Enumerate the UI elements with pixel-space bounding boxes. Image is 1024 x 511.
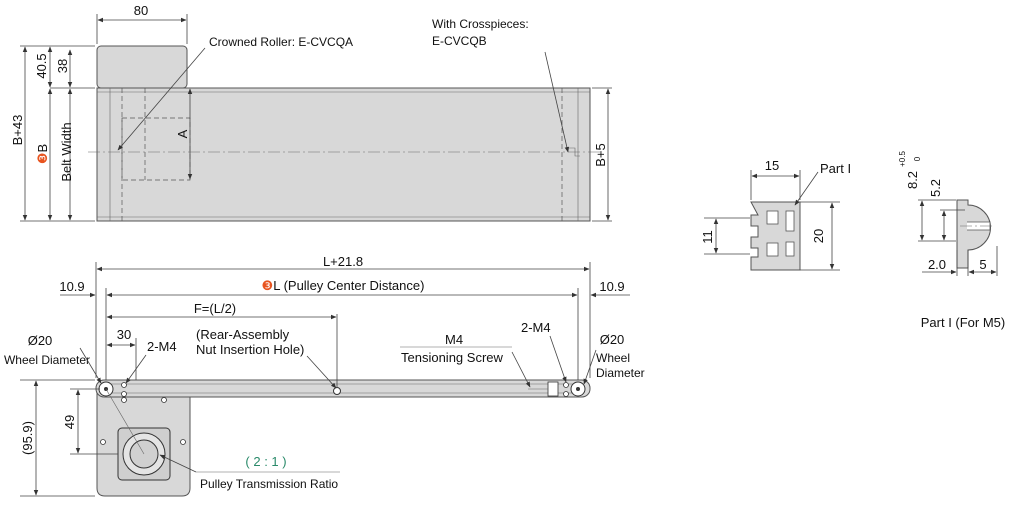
- dim-95-9: (95.9): [20, 421, 35, 455]
- m5-tol-lower: 0: [913, 156, 922, 161]
- dim-30: 30: [117, 327, 131, 342]
- crowned-roller-label: Crowned Roller: E-CVCQA: [209, 35, 353, 49]
- m5-dim-2-0: 2.0: [928, 257, 946, 272]
- right-wheel-label-2: Diameter: [596, 366, 645, 380]
- conveyor-frame: [96, 87, 591, 222]
- dim-b-number: ❸: [35, 153, 50, 165]
- part-i-m5-detail: 8.2 +0.5 0 5.2 2.0 5 Part I (For M5): [898, 151, 1005, 330]
- dim-a: A: [175, 129, 190, 138]
- crosspieces-label-1: With Crosspieces:: [432, 17, 529, 31]
- dim-b-letter: B: [35, 144, 50, 153]
- m4-label: M4: [445, 332, 463, 347]
- nut-insertion-hole: [333, 387, 341, 395]
- right-wheel-label-1: Wheel: [596, 351, 630, 365]
- ratio-label: Pulley Transmission Ratio: [200, 477, 338, 491]
- motor-block: [96, 45, 188, 89]
- side-rail: [95, 379, 591, 398]
- m5-dim-5: 5: [979, 257, 986, 272]
- dim-b-plus-43: B+43: [10, 115, 25, 146]
- dim-10-9-right: 10.9: [599, 279, 624, 294]
- part-i-dim-15: 15: [765, 158, 779, 173]
- tension-block: [547, 381, 559, 397]
- dim-38: 38: [55, 59, 70, 73]
- part-i-dim-11: 11: [700, 230, 715, 244]
- ratio-value: ( 2 : 1 ): [245, 454, 286, 469]
- left-wheel-label: Wheel Diameter: [4, 353, 90, 367]
- crosspieces-label-2: E-CVCQB: [432, 34, 487, 48]
- dim-b: ❸B: [35, 144, 50, 164]
- right-d20-label: Ø20: [600, 332, 625, 347]
- m5-caption: Part I (For M5): [921, 315, 1006, 330]
- m5-dim-5-2: 5.2: [928, 179, 943, 197]
- part-i-dim-20: 20: [811, 229, 826, 243]
- m5-dim-8-2: 8.2: [905, 171, 920, 189]
- dim-49: 49: [62, 415, 77, 429]
- dim-f: F=(L/2): [194, 301, 236, 316]
- dim-10-9-left: 10.9: [59, 279, 84, 294]
- left-2m4-label: 2-M4: [147, 339, 177, 354]
- m5-tol-upper: +0.5: [898, 151, 907, 167]
- top-view: 80 B+43 40.5 38 ❸B Belt Width A B+5 Crow…: [10, 3, 612, 222]
- rear-assembly-label-2: Nut Insertion Hole): [196, 342, 304, 357]
- part-i-label: Part I: [820, 161, 851, 176]
- dim-b-plus-5: B+5: [593, 143, 608, 167]
- right-2m4-label: 2-M4: [521, 320, 551, 335]
- dim-80: 80: [134, 3, 148, 18]
- part-i-detail: 15 20 11 Part I: [700, 158, 851, 271]
- dim-l-plus-21-8: L+21.8: [323, 254, 363, 269]
- side-view: L+21.8 ❸L (Pulley Center Distance) 10.9 …: [4, 254, 645, 497]
- left-d20-label: Ø20: [28, 333, 53, 348]
- dim-l-label: L (Pulley Center Distance): [273, 278, 424, 293]
- dim-l-number: ❸: [262, 278, 274, 293]
- tensioning-screw-label: Tensioning Screw: [401, 350, 503, 365]
- rear-assembly-label-1: (Rear-Assembly: [196, 327, 290, 342]
- dim-40-5: 40.5: [34, 53, 49, 78]
- dim-l: ❸L (Pulley Center Distance): [262, 278, 425, 293]
- belt-width-label: Belt Width: [59, 122, 74, 181]
